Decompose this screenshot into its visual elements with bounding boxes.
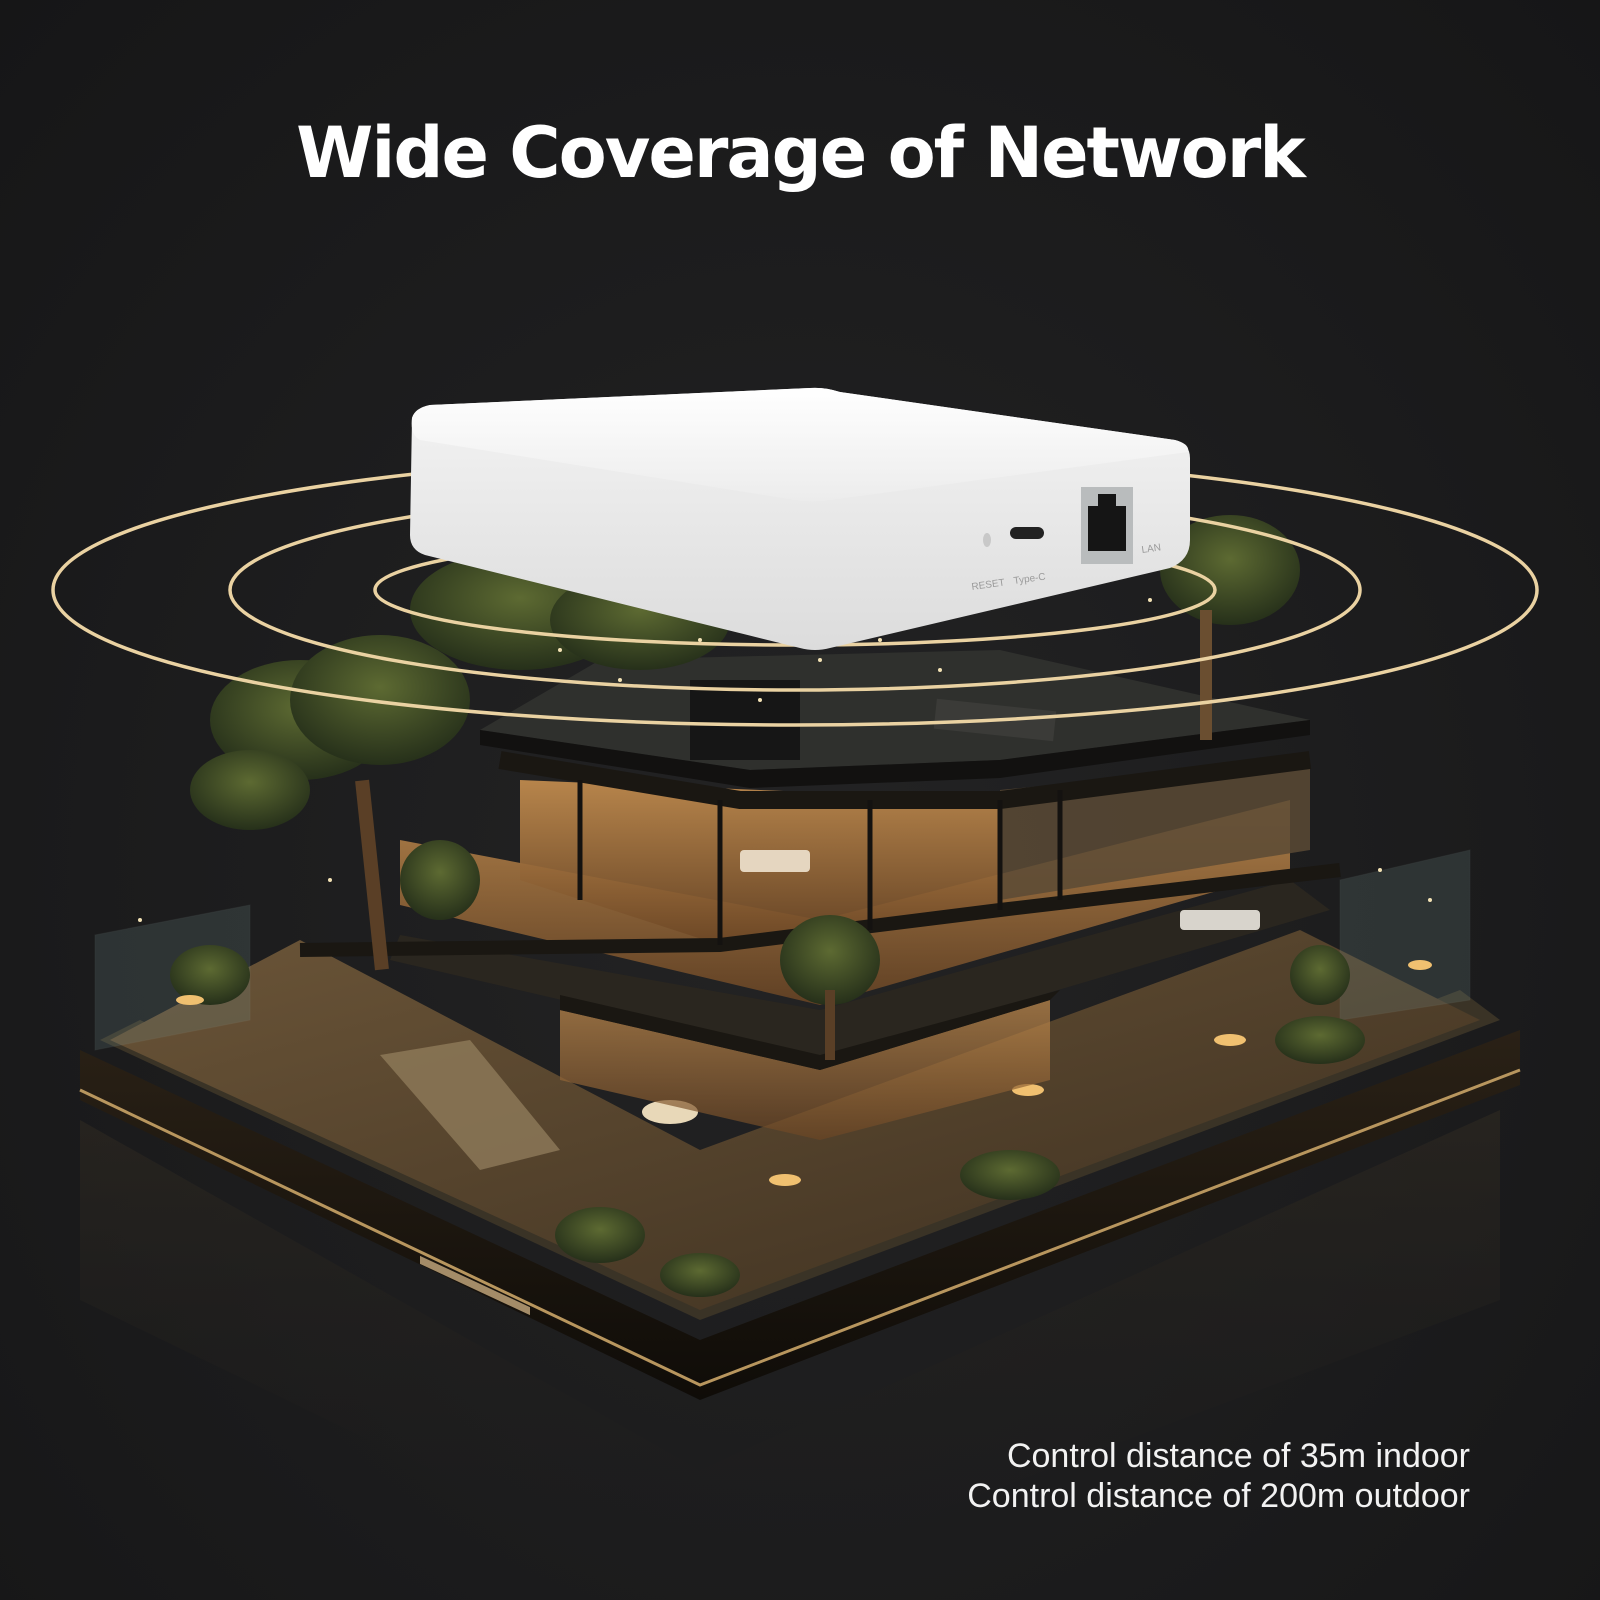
page-title: Wide Coverage of Network <box>296 112 1306 194</box>
port-label-type-c: Type-C <box>1013 572 1046 587</box>
port-label-reset: RESET <box>971 577 1006 593</box>
port-label-lan: LAN <box>1141 542 1162 556</box>
coverage-caption: Control distance of 35m indoor Control d… <box>967 1436 1470 1516</box>
caption-outdoor: Control distance of 200m outdoor <box>967 1477 1470 1515</box>
trees <box>190 515 1300 1060</box>
base-reflection <box>80 1110 1500 1600</box>
caption-indoor: Control distance of 35m indoor <box>1006 1437 1470 1475</box>
gateway-device: RESET Type-C LAN <box>410 387 1190 650</box>
ethernet-port-icon <box>1081 487 1133 564</box>
reset-pinhole-icon <box>983 533 991 547</box>
usb-c-port-icon <box>1010 527 1044 539</box>
sparkle-lights <box>138 598 1432 922</box>
